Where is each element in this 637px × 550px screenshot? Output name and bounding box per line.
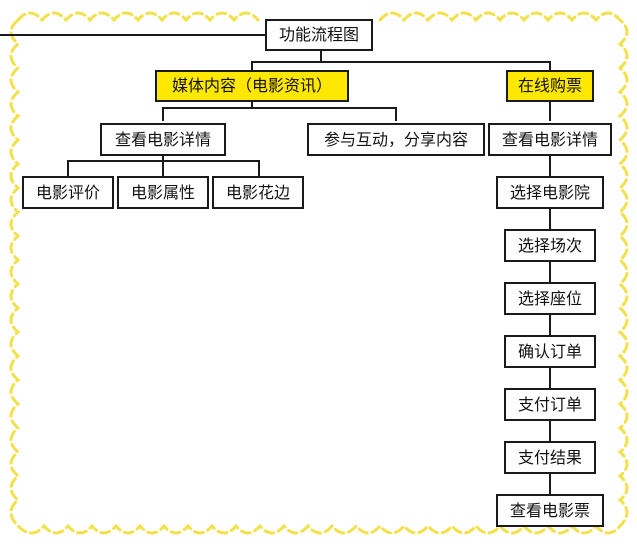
ticket-step-view-detail: 查看电影详情 — [488, 123, 612, 156]
tree-connectors — [0, 34, 551, 494]
ticket-step-confirm-order: 确认订单 — [504, 335, 596, 368]
ticket-step-select-seat: 选择座位 — [504, 282, 596, 315]
movie-detail-node: 查看电影详情 — [100, 123, 226, 156]
root-node: 功能流程图 — [265, 19, 373, 51]
scalloped-dashed-border — [9, 11, 629, 535]
movie-attribute-node: 电影属性 — [117, 176, 209, 209]
ticket-step-view-ticket: 查看电影票 — [496, 494, 604, 527]
ticket-step-select-cinema: 选择电影院 — [496, 176, 604, 209]
online-ticket-node: 在线购票 — [506, 70, 594, 102]
ticket-step-select-showtime: 选择场次 — [504, 229, 596, 262]
ticket-step-pay-result: 支付结果 — [504, 441, 596, 474]
ticket-step-pay-order: 支付订单 — [504, 388, 596, 421]
interact-share-node: 参与互动，分享内容 — [307, 123, 485, 156]
movie-extras-node: 电影花边 — [212, 176, 304, 209]
movie-review-node: 电影评价 — [22, 176, 114, 209]
media-content-node: 媒体内容（电影资讯） — [155, 70, 349, 102]
